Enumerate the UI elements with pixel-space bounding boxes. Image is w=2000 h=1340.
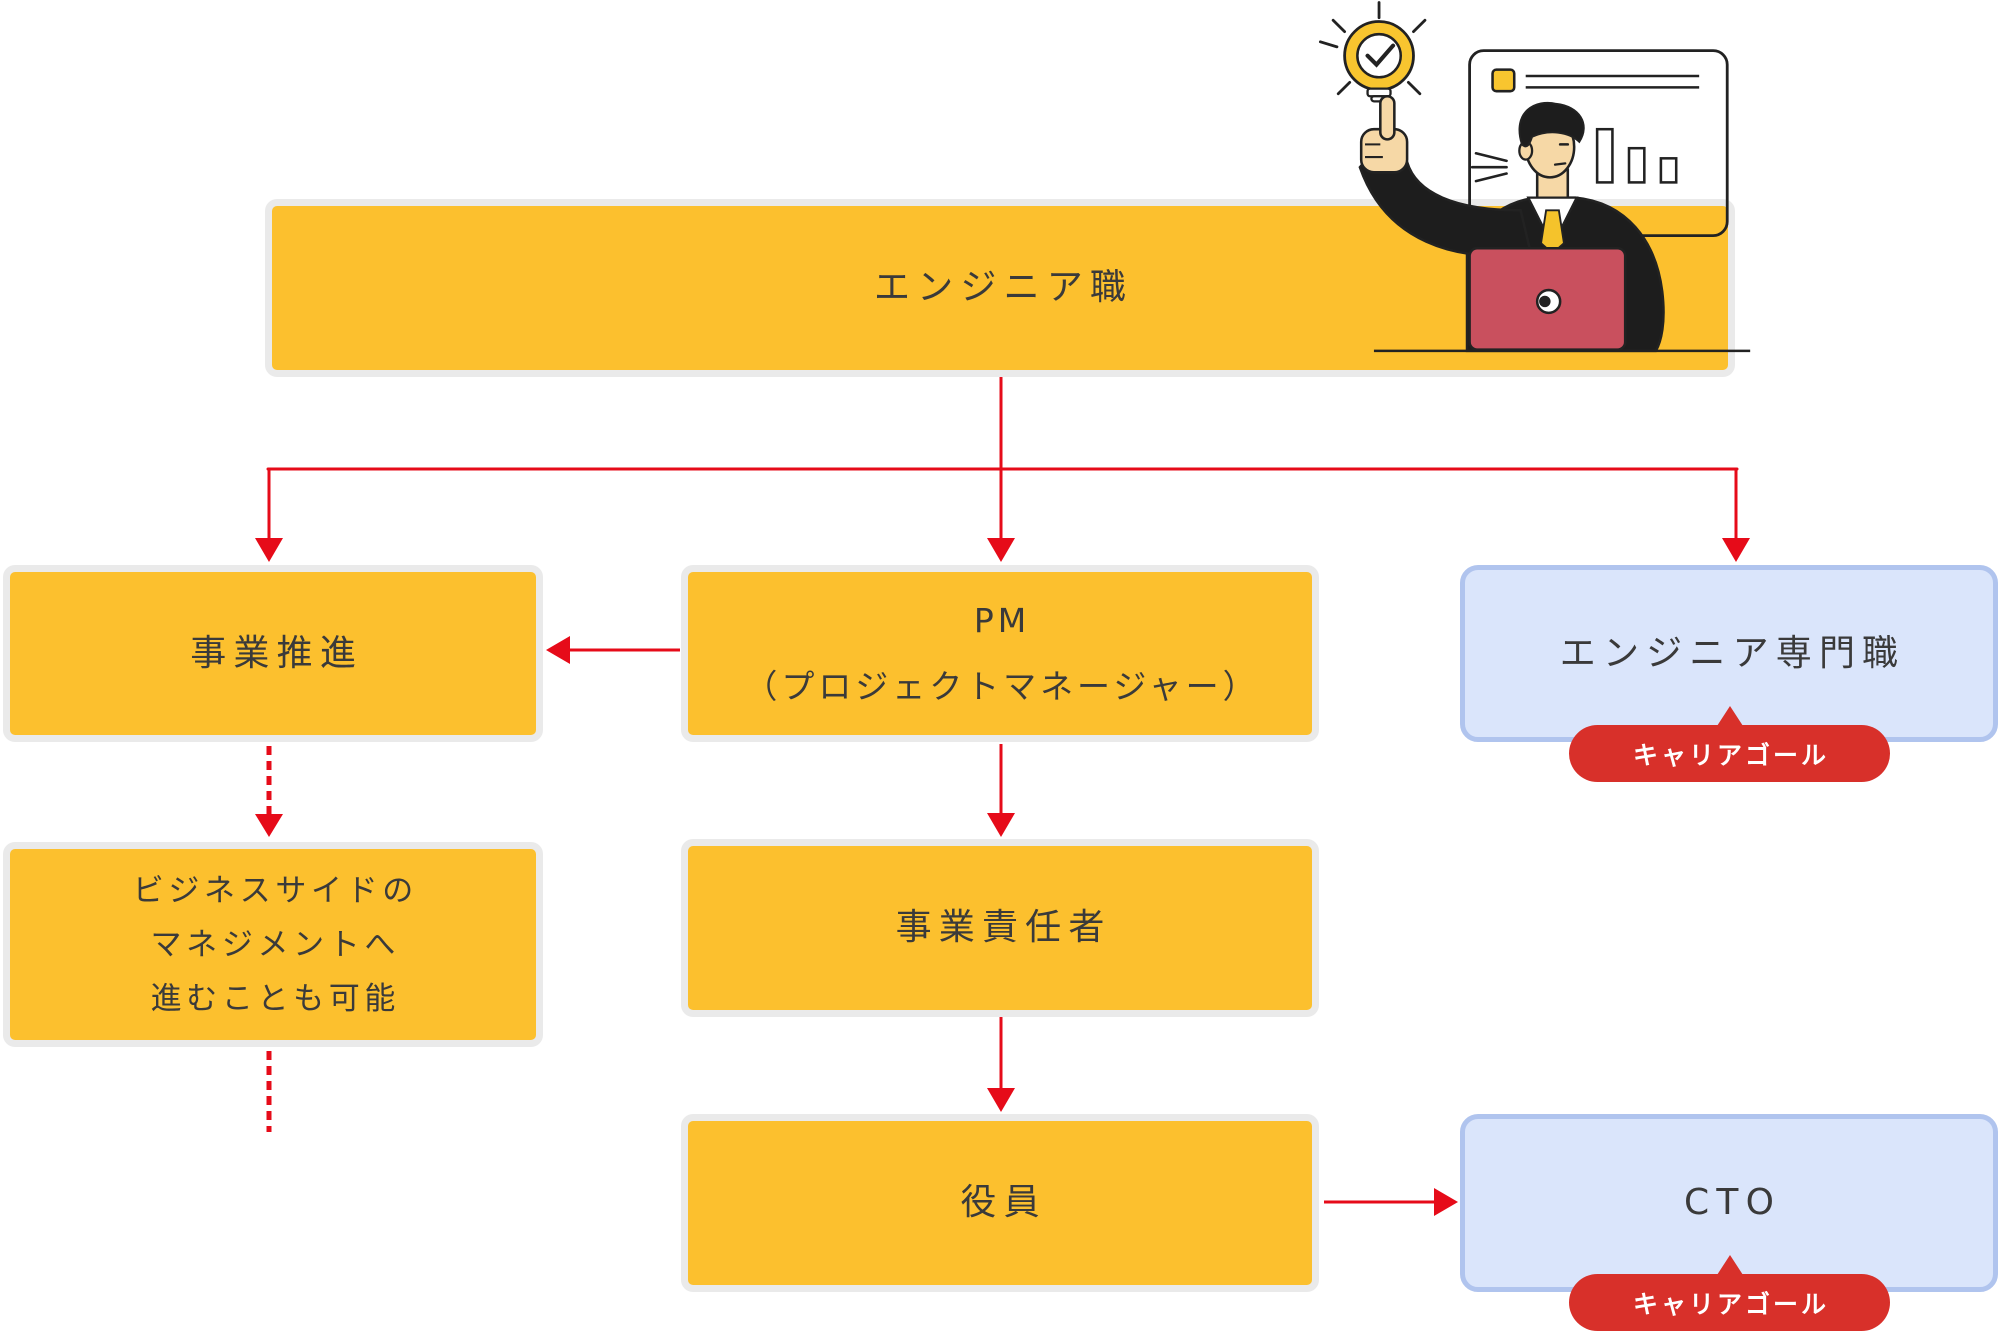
bulb-ray bbox=[1331, 18, 1347, 34]
emphasis-line bbox=[1474, 151, 1508, 163]
node-business-promotion: 事業推進 bbox=[3, 565, 543, 742]
bulb-ray bbox=[1318, 40, 1339, 49]
arrowhead-to-business bbox=[255, 538, 283, 562]
bulb-ray bbox=[1336, 80, 1352, 96]
board-yellow-square bbox=[1491, 68, 1516, 93]
node-engineer-label: エンジニア職 bbox=[873, 267, 1134, 309]
note-line-3: 進むことも可能 bbox=[150, 980, 401, 1017]
arrowhead-exec-to-cto bbox=[1434, 1188, 1458, 1216]
laptop-icon bbox=[1468, 247, 1627, 351]
board-bar bbox=[1627, 146, 1646, 184]
board-bar bbox=[1659, 157, 1678, 184]
bulb-ray bbox=[1412, 18, 1427, 34]
node-engineer-specialist-label: エンジニア専門職 bbox=[1559, 632, 1906, 674]
board-bar bbox=[1595, 127, 1614, 184]
engineer-presenting-idea-illustration bbox=[1318, 1, 1751, 353]
note-line-1: ビジネスサイドの bbox=[132, 872, 418, 909]
bulb-ray bbox=[1406, 80, 1422, 96]
node-business-promotion-label: 事業推進 bbox=[190, 632, 363, 674]
tie bbox=[1539, 209, 1565, 255]
note-line-2: マネジメントへ bbox=[150, 926, 401, 963]
career-goal-badge-label: キャリアゴール bbox=[1632, 740, 1829, 770]
career-goal-badge-cto: キャリアゴール bbox=[1569, 1255, 1890, 1331]
node-cto-label: CTO bbox=[1684, 1182, 1782, 1224]
node-pm-subtitle: （プロジェクトマネージャー） bbox=[744, 666, 1260, 706]
arrowhead-pm-to-business bbox=[546, 636, 570, 664]
mouth bbox=[1553, 162, 1567, 166]
career-goal-badge-label: キャリアゴール bbox=[1632, 1289, 1829, 1319]
node-pm-title: PM bbox=[973, 600, 1031, 640]
check-mark-icon bbox=[1365, 43, 1396, 68]
laptop-logo-inner bbox=[1539, 295, 1551, 308]
node-business-management-note: ビジネスサイドの マネジメントへ 進むことも可能 bbox=[3, 842, 543, 1047]
emphasis-lines bbox=[1470, 151, 1508, 183]
node-executive-label: 役員 bbox=[960, 1182, 1047, 1224]
node-business-owner: 事業責任者 bbox=[681, 839, 1319, 1017]
pointing-finger bbox=[1379, 95, 1396, 141]
node-executive: 役員 bbox=[681, 1114, 1319, 1292]
arrowhead-owner-to-exec bbox=[987, 1088, 1015, 1112]
arrowhead-to-specialist bbox=[1722, 538, 1750, 562]
badge-pointer bbox=[1716, 1255, 1743, 1275]
node-business-owner-label: 事業責任者 bbox=[895, 907, 1112, 949]
lightbulb-check-icon bbox=[1318, 1, 1427, 103]
arrowhead-business-to-continuation bbox=[255, 814, 283, 837]
arrowhead-to-pm bbox=[987, 538, 1015, 562]
career-goal-badge-specialist: キャリアゴール bbox=[1569, 706, 1890, 782]
arrowhead-pm-to-owner bbox=[987, 813, 1015, 837]
emphasis-line bbox=[1474, 172, 1508, 183]
badge-pointer bbox=[1716, 706, 1743, 726]
bulb-inner-ring bbox=[1356, 32, 1402, 79]
node-project-manager: PM （プロジェクトマネージャー） bbox=[681, 565, 1319, 742]
hair bbox=[1518, 101, 1585, 148]
node-cto: CTO bbox=[1460, 1114, 1998, 1292]
